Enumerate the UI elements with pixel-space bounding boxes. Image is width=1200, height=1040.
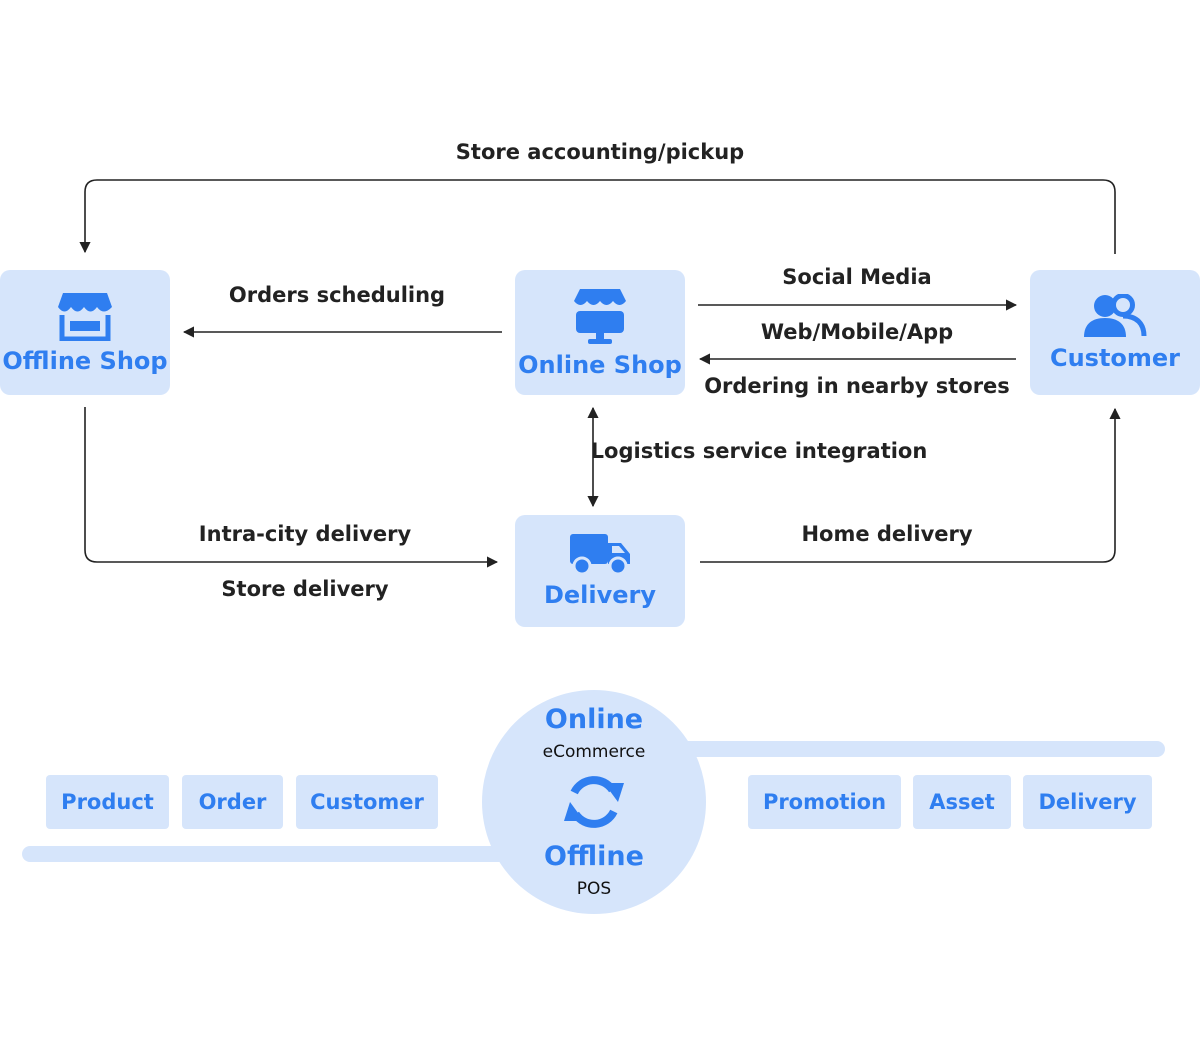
online-bar: [640, 741, 1165, 757]
online-offline-hub: Online eCommerce Offline POS: [482, 690, 706, 914]
delivery-truck-icon: [570, 534, 630, 575]
module-delivery: Delivery: [1023, 775, 1152, 829]
storefront-icon: [58, 292, 112, 341]
arrow-home-delivery: [700, 407, 1121, 563]
edge-label-orders-scheduling: Orders scheduling: [228, 283, 446, 307]
module-asset: Asset: [913, 775, 1011, 829]
edge-label-store-delivery: Store delivery: [221, 577, 389, 601]
arrow-store-accounting: [79, 179, 1116, 254]
offline-shop-label: Offline Shop: [2, 346, 168, 375]
hub-offline-subtitle: POS: [576, 879, 612, 899]
delivery-label: Delivery: [543, 581, 657, 609]
customer-label: Customer: [1049, 343, 1181, 372]
edge-label-store-accounting: Store accounting/pickup: [455, 140, 745, 164]
online-shop-label: Online Shop: [518, 350, 682, 379]
users-icon: [1084, 293, 1147, 337]
edge-label-intra-city: Intra-city delivery: [198, 522, 412, 546]
node-offline-shop: Offline Shop: [0, 270, 170, 395]
node-delivery: Delivery: [515, 515, 685, 627]
module-order: Order: [182, 775, 283, 829]
arrow-store-delivery: [84, 407, 499, 568]
node-customer: Customer: [1030, 270, 1200, 395]
sync-icon: [564, 776, 624, 828]
online-shop-monitor-icon: [574, 288, 626, 344]
hub-online-subtitle: eCommerce: [542, 742, 646, 762]
edge-label-web-mobile-app: Web/Mobile/App: [760, 320, 954, 344]
module-customer: Customer: [296, 775, 438, 829]
module-promotion: Promotion: [748, 775, 901, 829]
module-product: Product: [46, 775, 169, 829]
offline-bar: [22, 846, 530, 862]
edge-label-social-media: Social Media: [782, 265, 932, 289]
hub-offline-title: Offline: [544, 841, 644, 872]
hub-online-title: Online: [544, 704, 644, 735]
edge-label-home-delivery: Home delivery: [801, 522, 973, 546]
node-online-shop: Online Shop: [515, 270, 685, 395]
edge-label-ordering-nearby: Ordering in nearby stores: [704, 374, 1010, 398]
edge-label-logistics: Logistics service integration: [590, 439, 928, 463]
